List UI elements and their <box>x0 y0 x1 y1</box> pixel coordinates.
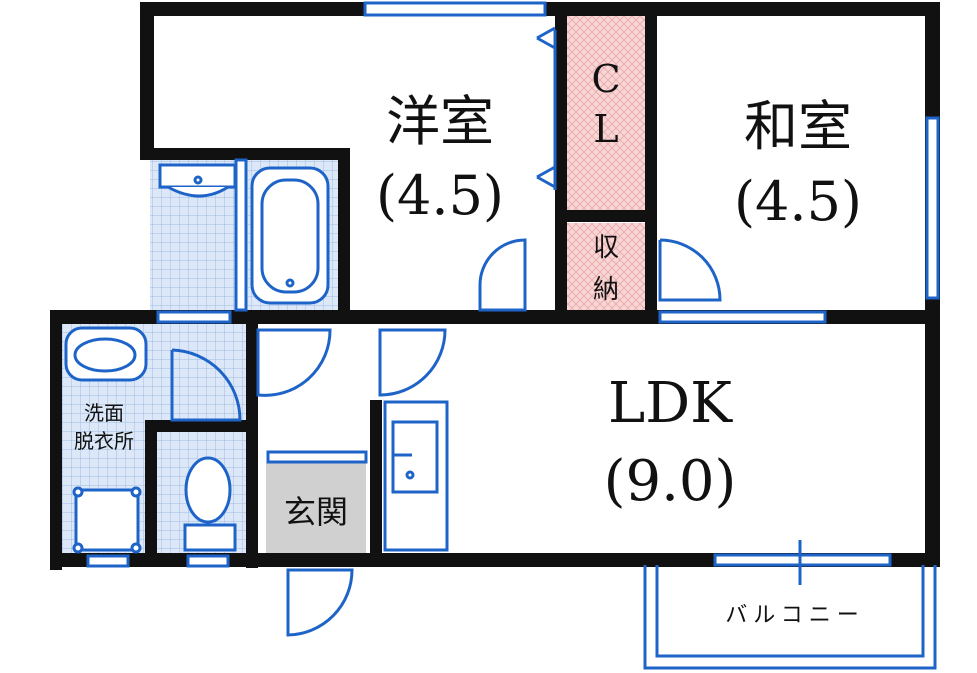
ldk-name: LDK <box>608 371 733 436</box>
entrance-floor <box>266 463 366 553</box>
balcony-label: バルコニー <box>725 603 865 628</box>
japanese-room-size: (4.5) <box>734 170 862 233</box>
washroom-label-1: 洗面 <box>84 401 124 425</box>
closet-label-1: C <box>591 57 620 101</box>
washroom-label-2: 脱衣所 <box>74 429 134 453</box>
entrance-step <box>266 450 368 464</box>
entrance-label: 玄関 <box>284 493 348 531</box>
doors <box>170 26 722 637</box>
balcony <box>643 565 937 670</box>
western-room-size: (4.5) <box>376 164 504 227</box>
bath-door-rail <box>234 158 248 312</box>
japanese-room-name: 和室 <box>744 95 852 158</box>
storage-label-2: 納 <box>593 275 619 305</box>
ldk-size: (9.0) <box>604 449 737 514</box>
closet-floor <box>566 12 648 214</box>
western-room-name: 洋室 <box>386 90 494 153</box>
storage-label-1: 収 <box>593 233 619 263</box>
fixtures <box>64 158 449 554</box>
storage-floor <box>566 223 648 313</box>
closet-label-2: L <box>593 107 618 151</box>
toilet-bowl <box>184 456 232 524</box>
toilet-tank <box>183 523 237 552</box>
washer-pan <box>74 488 140 552</box>
windows <box>86 1 940 585</box>
